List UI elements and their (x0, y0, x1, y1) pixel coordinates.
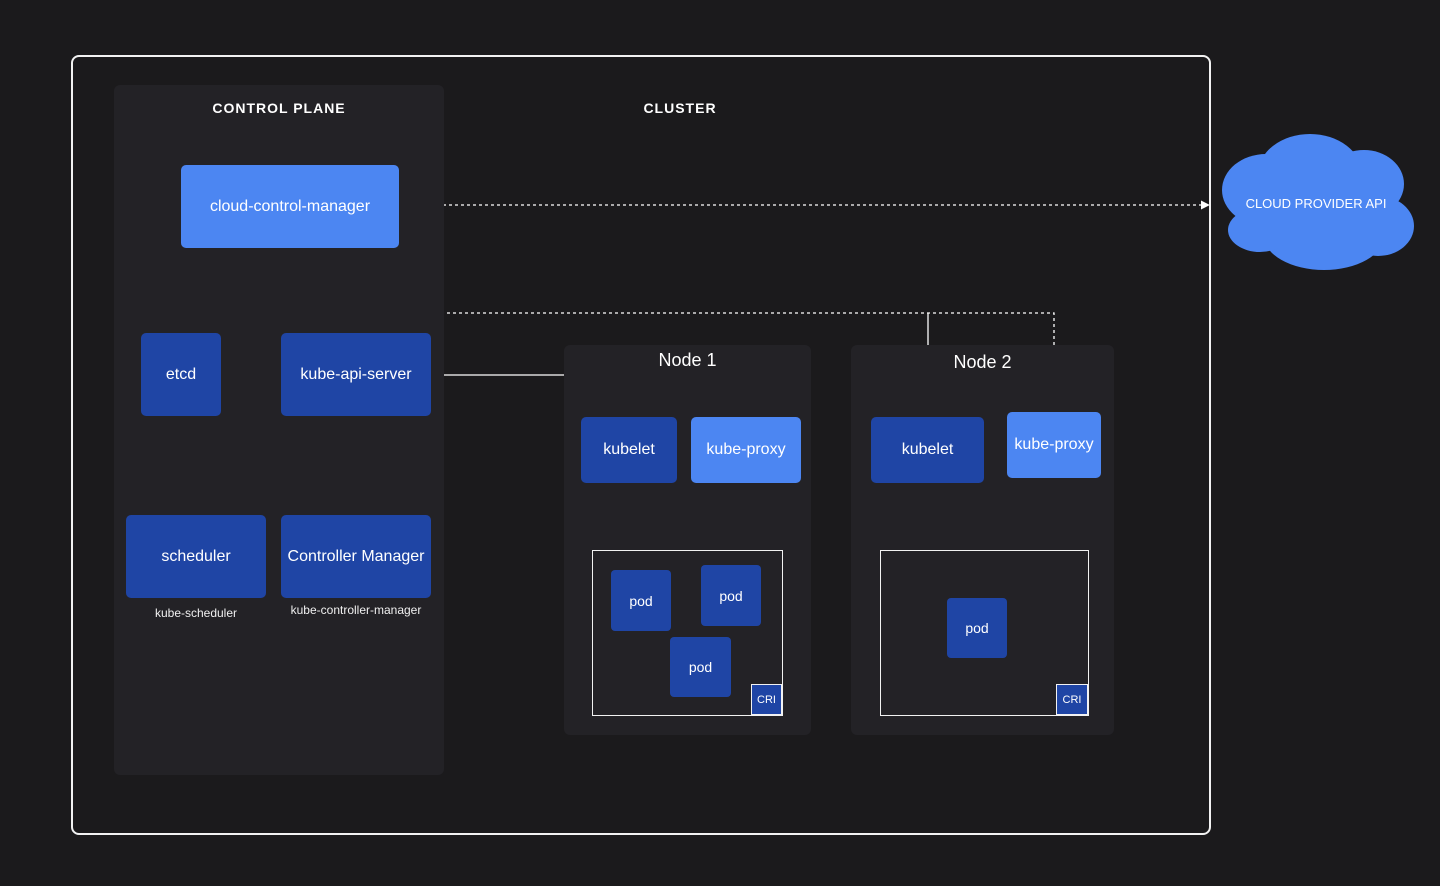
control-plane-title: CONTROL PLANE (212, 100, 346, 116)
node-1-pod-2[interactable]: pod (701, 565, 761, 626)
node-2-pod-1[interactable]: pod (947, 598, 1007, 658)
etcd-box[interactable]: etcd (141, 333, 221, 416)
controller-manager-box[interactable]: Controller Manager (281, 515, 431, 598)
cloud-control-manager-box[interactable]: cloud-control-manager (181, 165, 399, 248)
node-2-kube-proxy-box[interactable]: kube-proxy (1007, 412, 1101, 478)
node-2-title: Node 2 (953, 352, 1012, 372)
node-1-cri-badge: CRI (751, 684, 782, 715)
node-2-cri-badge: CRI (1056, 684, 1088, 715)
scheduler-box[interactable]: scheduler (126, 515, 266, 598)
node-2-kubelet-box[interactable]: kubelet (871, 417, 984, 483)
cluster-title: CLUSTER (643, 100, 717, 116)
node-1-kubelet-box[interactable]: kubelet (581, 417, 677, 483)
node-1-pod-1[interactable]: pod (611, 570, 671, 631)
cloud-provider-icon[interactable] (1218, 134, 1418, 274)
node-1-kube-proxy-box[interactable]: kube-proxy (691, 417, 801, 483)
cluster-boundary (71, 55, 1211, 835)
node-1-pod-3[interactable]: pod (670, 637, 731, 697)
node-2-runtime-container (880, 550, 1089, 716)
controller-manager-caption: kube-controller-manager (290, 603, 422, 617)
node-1-title: Node 1 (658, 350, 717, 370)
scheduler-caption: kube-scheduler (154, 606, 238, 620)
node-2-panel (851, 345, 1114, 735)
kube-api-server-box[interactable]: kube-api-server (281, 333, 431, 416)
cloud-provider-label: CLOUD PROVIDER API (1245, 195, 1387, 211)
node-1-runtime-container (592, 550, 783, 716)
